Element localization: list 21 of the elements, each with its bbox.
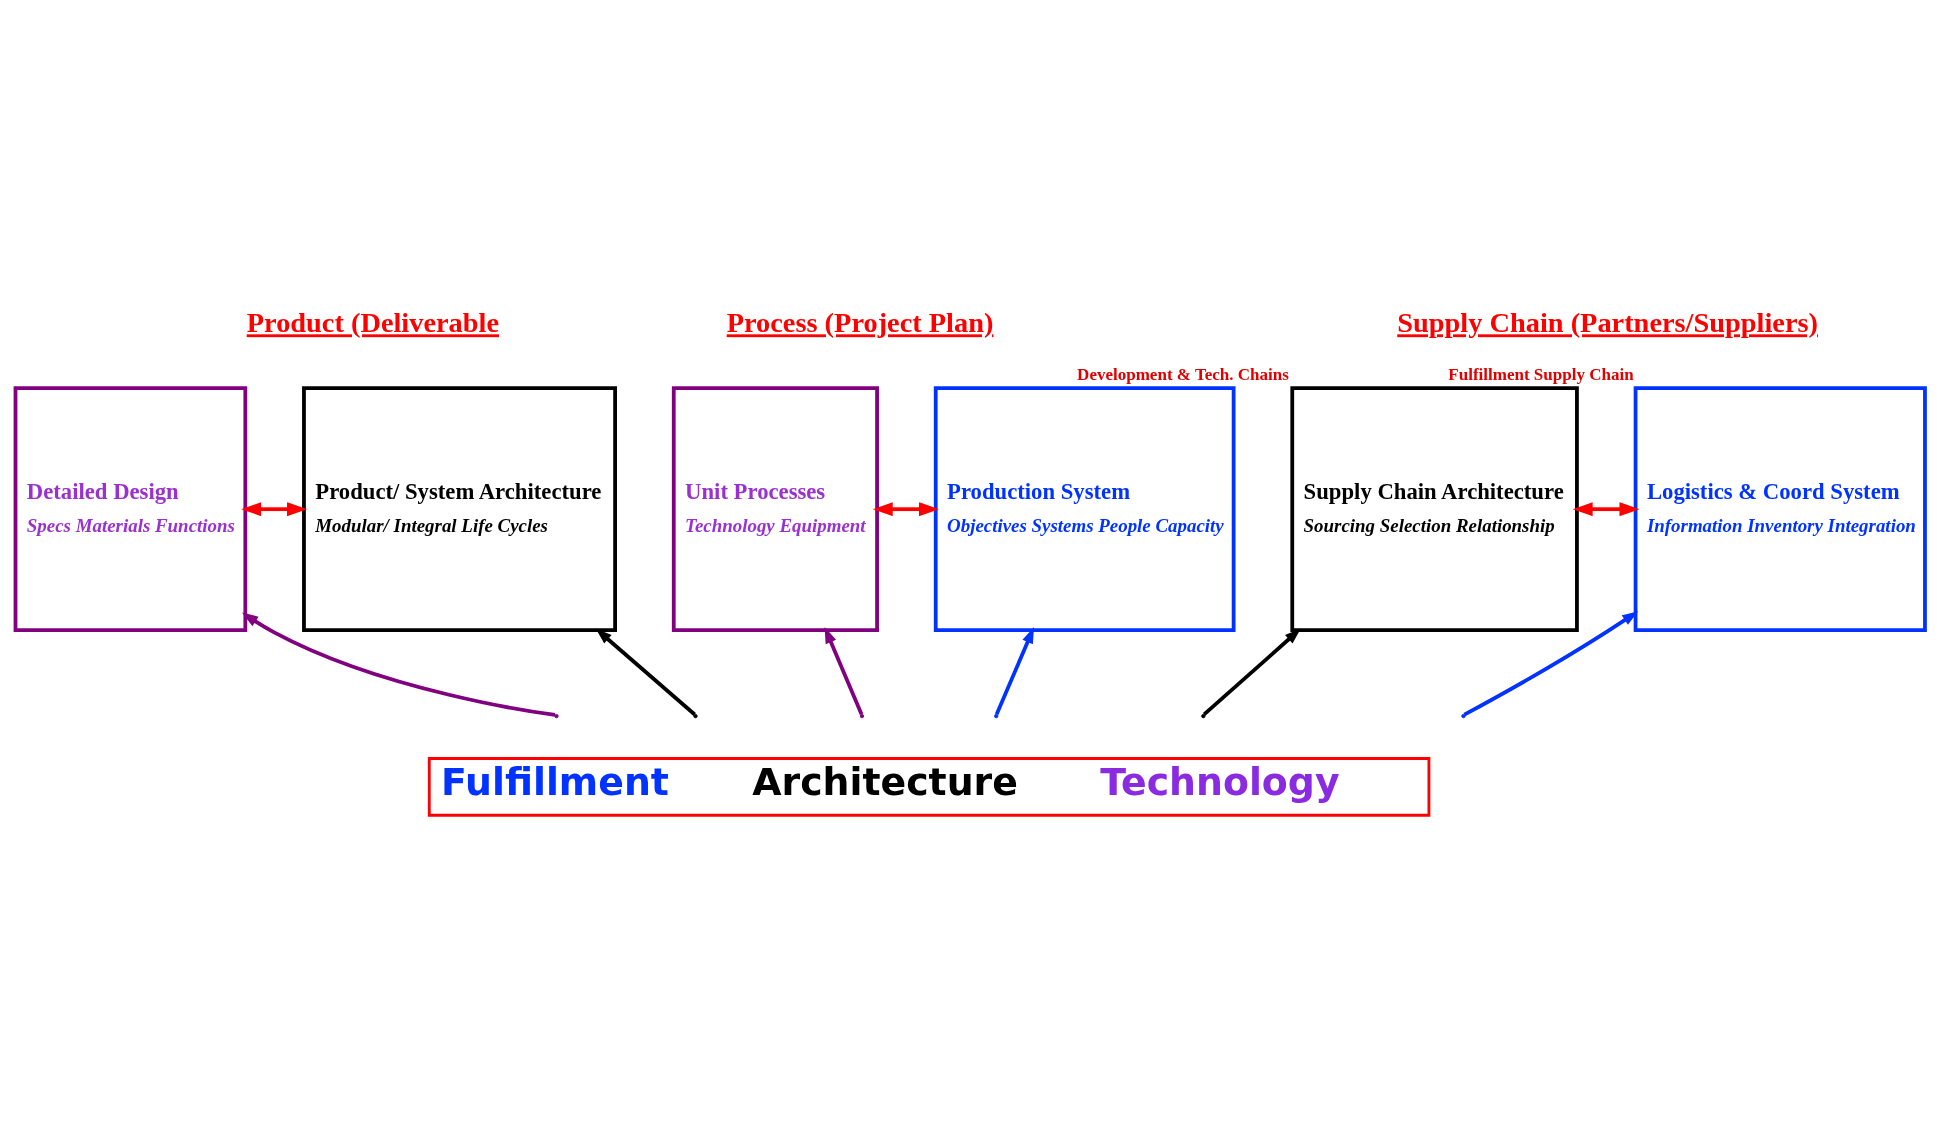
arrow [595,628,696,716]
node-box: Unit Processes Technology Equipment [671,385,879,632]
node-label: Fulfillment Supply Chain [1448,364,1634,384]
label: Supply Chain (Partners/Suppliers) [1397,306,1819,338]
node-box: Logistics & Coord System Information Inventory Integration [1633,385,1927,632]
arrow [1572,501,1640,516]
arrow [994,626,1035,715]
arrow [824,626,864,715]
node-box: Product/ System Architecture Modular/ Integral Life Cycles [302,385,617,632]
label: Process (Project Plan) [726,306,994,338]
arrow [1202,628,1301,716]
arrow [241,501,307,516]
label: Product (Deliverable [246,306,500,338]
node-box: Fulfillment Architecture Technology [427,756,1431,817]
node-box: Detailed Design Specs Materials Functions [13,385,248,632]
arrow [872,501,939,516]
node-box: Supply Chain Architecture Sourcing Selection Relationship [1290,385,1579,632]
arrow [241,612,556,717]
node-label: Development & Tech. Chains [1077,364,1289,384]
node-box: Production System Objectives Systems People Capacity [933,385,1236,632]
arrow [1463,610,1639,716]
